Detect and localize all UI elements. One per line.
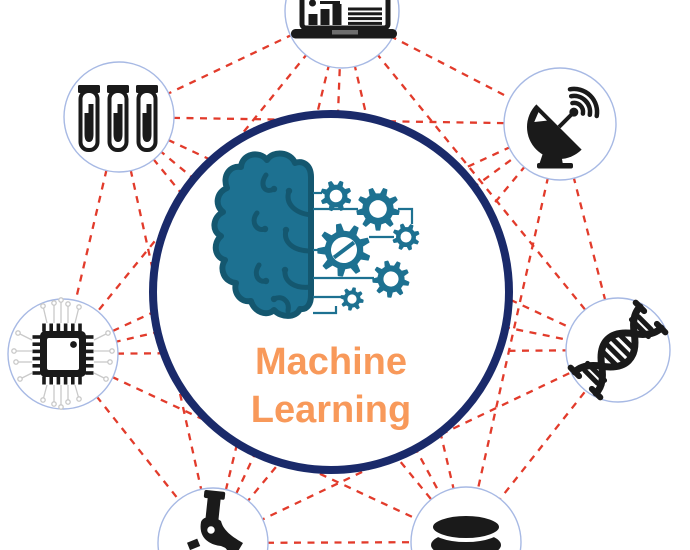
node-left	[7, 297, 119, 410]
node-bottom-left	[157, 487, 269, 550]
node-bottom-right	[410, 486, 522, 550]
laptop-analytics-icon	[291, 0, 397, 39]
circuit-lines	[313, 191, 414, 315]
center-title-line2: Learning	[251, 389, 411, 431]
test-tubes-icon	[78, 85, 158, 152]
connector-line	[341, 10, 619, 351]
gear-icon	[317, 223, 371, 277]
gear-icon	[320, 180, 352, 212]
gear-icon	[356, 188, 400, 231]
node-top	[284, 0, 400, 69]
signal-waves-icon	[567, 86, 600, 119]
center-title-line1: Machine	[255, 341, 407, 383]
dna-helix-icon	[567, 299, 669, 401]
gear-icon	[340, 287, 364, 311]
brain-gears-icon	[211, 150, 420, 319]
database-icon	[429, 512, 503, 550]
gear-icon	[392, 223, 420, 251]
connector-line	[62, 348, 619, 356]
microchip-icon	[11, 297, 115, 410]
microscope-icon	[187, 490, 243, 550]
node-circle	[565, 297, 671, 403]
node-top-left	[63, 61, 175, 173]
gear-icon	[372, 260, 410, 298]
connector-line	[464, 123, 562, 543]
center-node: Machine Learning	[149, 110, 513, 474]
satellite-dish-icon	[527, 86, 600, 169]
node-top-right	[503, 67, 617, 181]
brain-gyri	[251, 172, 314, 314]
node-right	[565, 297, 671, 403]
gears	[317, 180, 420, 311]
